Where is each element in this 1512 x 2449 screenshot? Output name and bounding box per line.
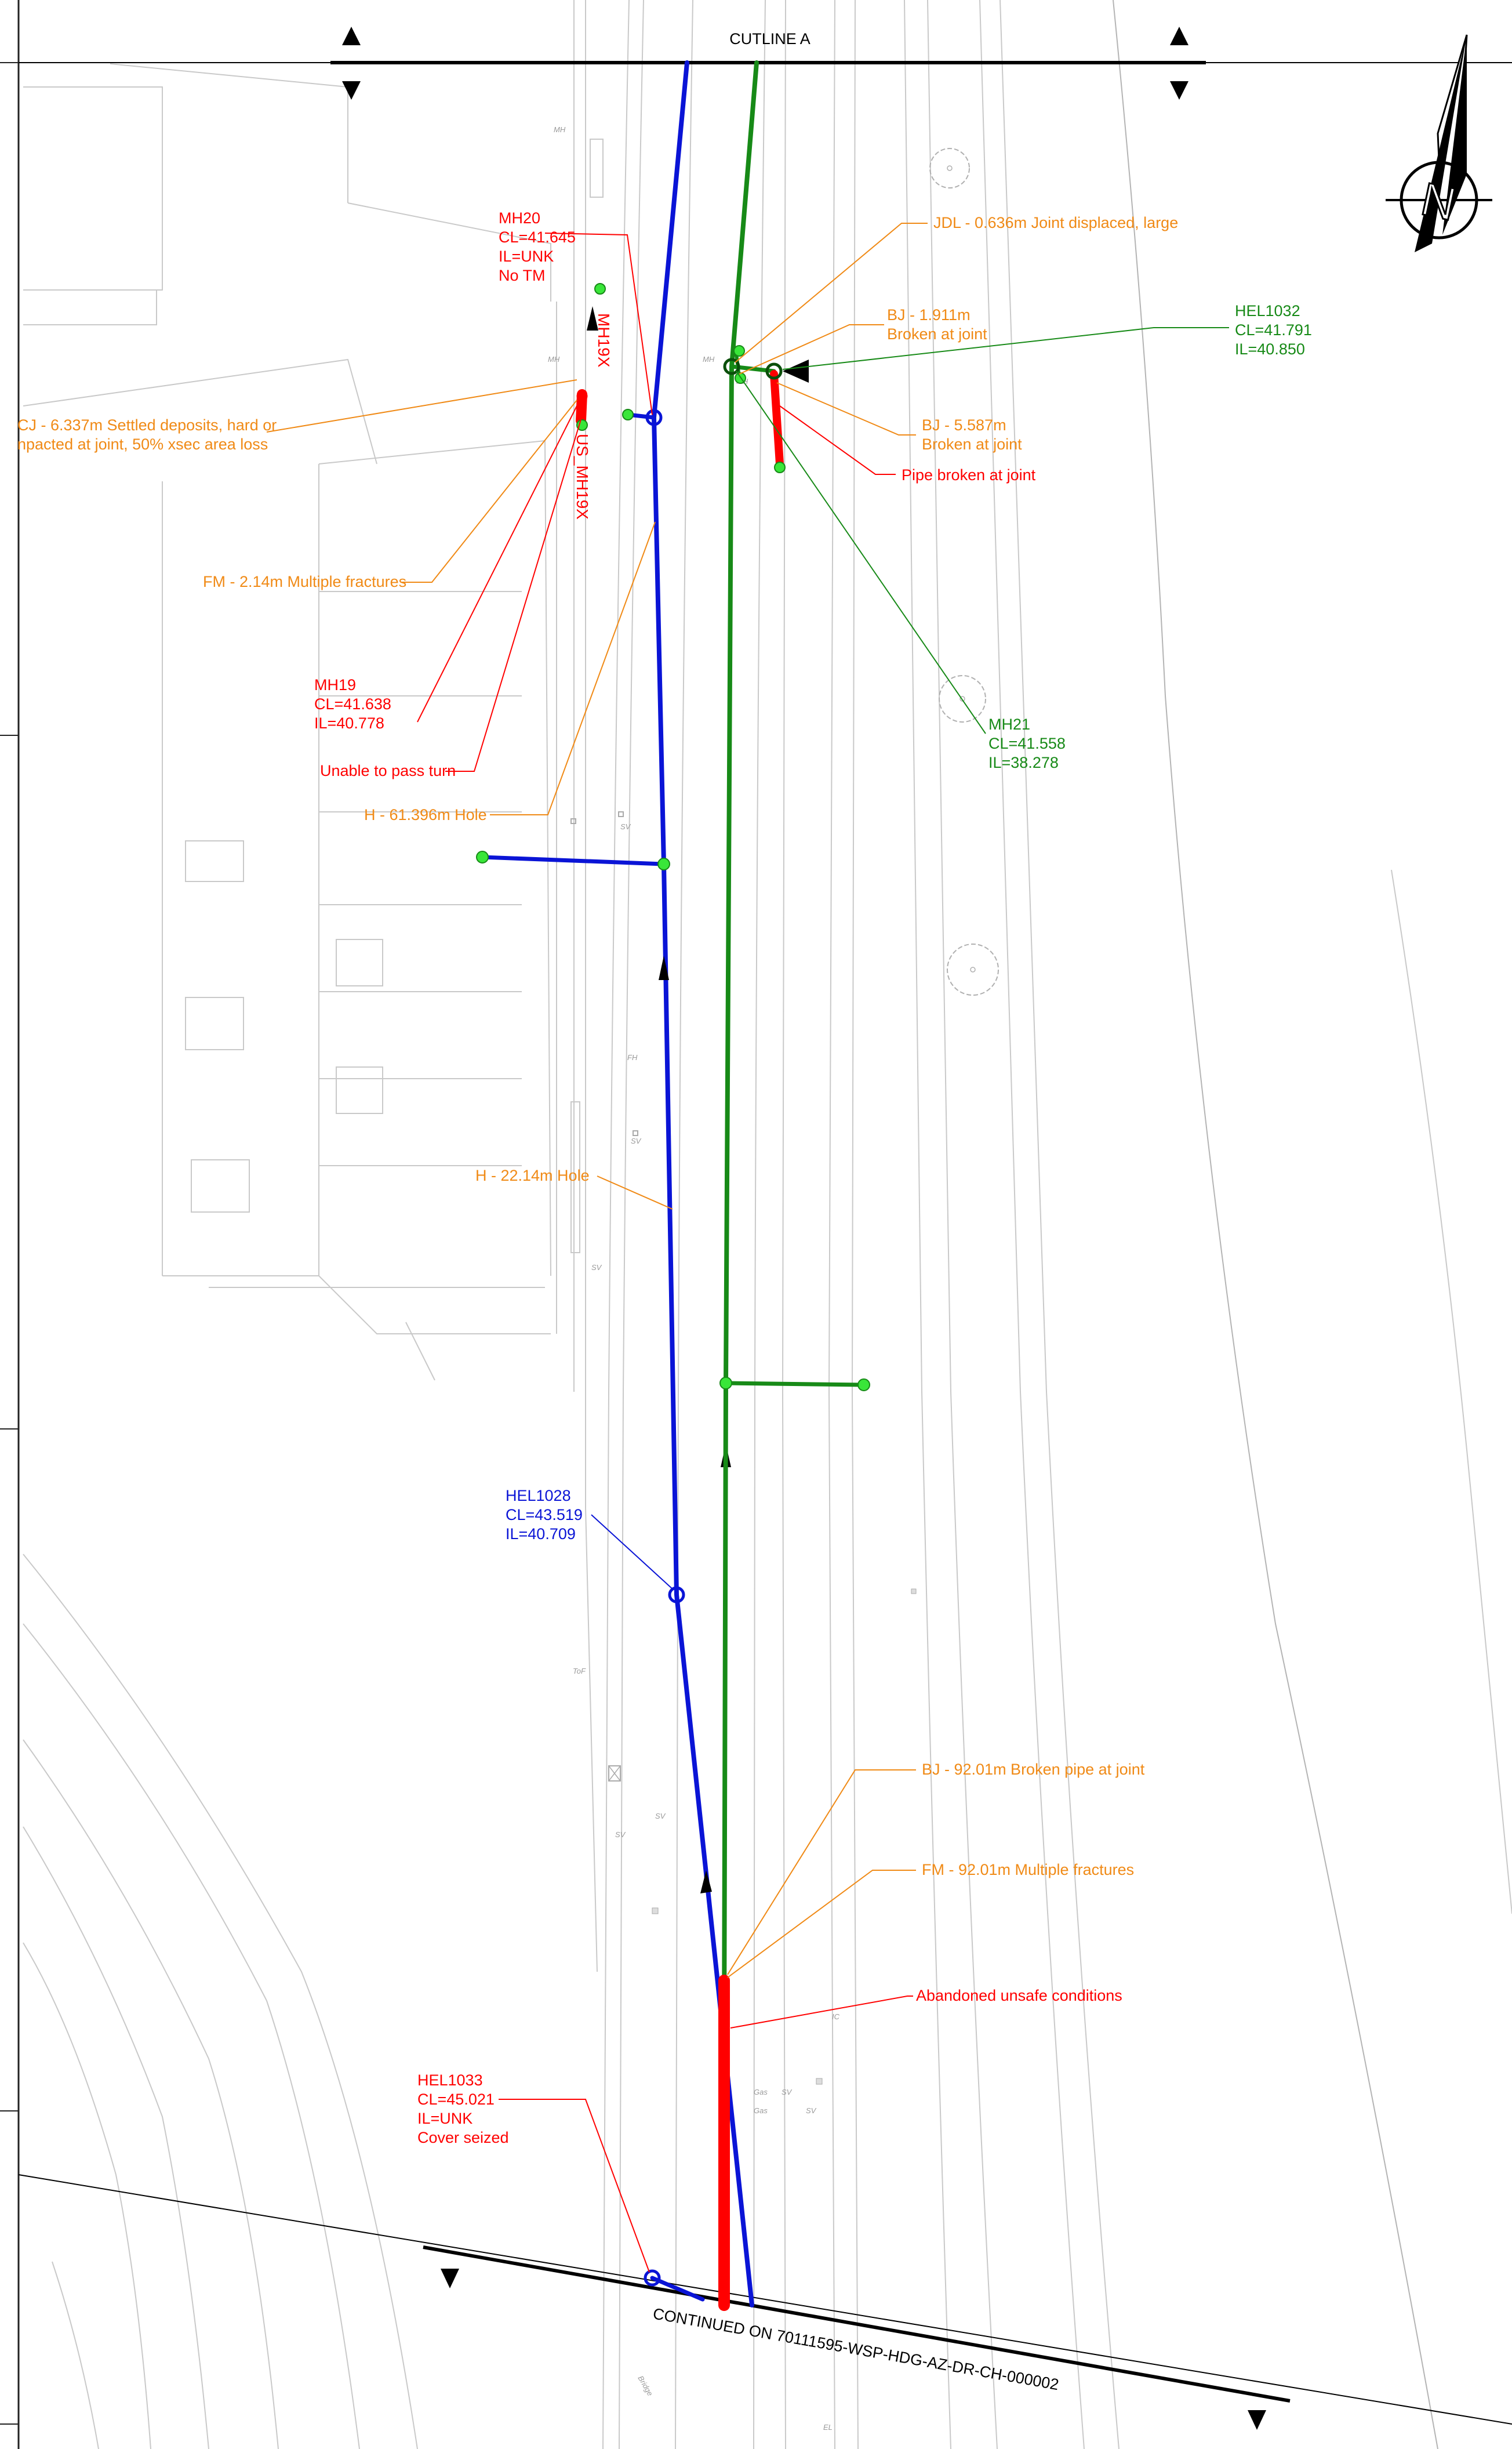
annotation-text: HEL1028 CL=43.519 IL=40.709 (506, 1487, 587, 1543)
green-pipe-branch (724, 1381, 866, 1387)
manhole-hel1032 (765, 362, 783, 380)
manhole-hel1028 (668, 1586, 685, 1603)
base-label-fh: FH (627, 1053, 638, 1062)
base-label-ic: IC (832, 2012, 840, 2021)
annotation-fm-214: FM - 2.14m Multiple fractures (203, 400, 577, 590)
annotation-text: Pipe broken at joint (902, 466, 1036, 484)
base-label-sv: SV (620, 822, 631, 831)
annotation-text: Unable to pass turn (320, 762, 456, 779)
annotation-text: CJ - 6.337m Settled deposits, hard or np… (17, 416, 281, 453)
base-label-sv: SV (631, 1137, 642, 1145)
annotation-abandoned: Abandoned unsafe conditions (730, 1987, 1122, 2029)
node-marker (657, 858, 670, 870)
node-marker (622, 409, 634, 420)
annotation-text: MH19 CL=41.638 IL=40.778 (314, 676, 395, 732)
annotation-text: BJ - 1.911m Broken at joint (887, 306, 987, 343)
cutline-top: CUTLINE A (19, 27, 1512, 100)
manhole-mh21 (723, 358, 740, 375)
annotation-h-22: H - 22.14m Hole (475, 1167, 673, 1210)
base-label-mh: MH (703, 355, 715, 364)
blue-pipe-main (651, 60, 754, 2307)
defect-segment-hel1032 (770, 370, 784, 468)
annotation-text: MH21 CL=41.558 IL=38.278 (988, 716, 1070, 771)
base-label-sv: SV (615, 1830, 626, 1839)
flow-arrow-icon (783, 360, 809, 383)
node-marker (857, 1378, 870, 1391)
section-arrow-up-icon (342, 27, 361, 45)
annotation-pipe-broken: Pipe broken at joint (779, 405, 1036, 484)
annotation-text: H - 22.14m Hole (475, 1167, 590, 1184)
base-label-tor: ToF (573, 1667, 586, 1675)
blue-pipe-branch (480, 855, 666, 866)
annotation-hel1028: HEL1028 CL=43.519 IL=40.709 (506, 1487, 673, 1590)
annotation-mh19: MH19 CL=41.638 IL=40.778 (314, 400, 580, 732)
pipe-label-us-mh19x: US_MH19X (573, 434, 591, 520)
base-label-sv: SV (782, 2088, 793, 2096)
node-marker (774, 462, 786, 473)
tree-icon (947, 944, 999, 996)
annotation-text: BJ - 5.587m Broken at joint (922, 416, 1022, 453)
annotation-text: HEL1033 CL=45.021 IL=UNK Cover seized (417, 2071, 509, 2146)
blue-pipe-spur (650, 2276, 705, 2302)
annotation-fm-92: FM - 92.01m Multiple fractures (727, 1861, 1134, 1978)
base-label-gas: Gas (754, 2088, 768, 2096)
cutline-label: CUTLINE A (729, 30, 810, 48)
base-label-sv: SV (806, 2106, 817, 2115)
annotation-h-61: H - 61.396m Hole (364, 521, 656, 823)
north-arrow-icon: N (1386, 34, 1492, 252)
base-label-gas: Gas (754, 2106, 768, 2115)
node-marker (476, 851, 489, 864)
annotation-cj: CJ - 6.337m Settled deposits, hard or np… (17, 379, 577, 453)
node-marker (733, 345, 745, 357)
annotation-text: Abandoned unsafe conditions (916, 1987, 1122, 2004)
section-arrow-down-icon (1170, 81, 1188, 100)
annotation-text: HEL1032 CL=41.791 IL=40.850 (1235, 302, 1316, 358)
node-marker (594, 283, 606, 295)
flow-arrow-icon (659, 956, 669, 980)
cutline-bottom: CONTINUED ON 70111595-WSP-HDG-AZ-DR-CH-0… (18, 2174, 1512, 2430)
annotation-unable: Unable to pass turn (320, 417, 582, 779)
annotation-text: H - 61.396m Hole (364, 806, 487, 823)
section-arrow-down-icon (1248, 2410, 1266, 2430)
section-arrow-down-icon (342, 81, 361, 100)
annotation-jdl: JDL - 0.636m Joint displaced, large (735, 214, 1178, 363)
green-pipe-main (721, 60, 759, 2276)
annotation-text: FM - 2.14m Multiple fractures (203, 573, 406, 590)
base-label-bridge: Bridge (636, 2374, 655, 2397)
annotation-hel1032: HEL1032 CL=41.791 IL=40.850 (782, 302, 1316, 370)
flow-arrow-icon (700, 1870, 712, 1893)
section-arrow-up-icon (1170, 27, 1188, 45)
base-label-sv: SV (591, 1263, 602, 1272)
node-marker (719, 1377, 732, 1389)
annotation-bj-5587: BJ - 5.587m Broken at joint (776, 382, 1022, 453)
manhole-hel1033 (644, 2269, 661, 2287)
annotation-hel1033: HEL1033 CL=45.021 IL=UNK Cover seized (417, 2071, 650, 2273)
manhole-blue (645, 409, 663, 426)
annotation-bj-92: BJ - 92.01m Broken pipe at joint (727, 1761, 1145, 1975)
base-label-el: EL (823, 2423, 833, 2432)
annotation-text: FM - 92.01m Multiple fractures (922, 1861, 1134, 1878)
annotation-bj-1911: BJ - 1.911m Broken at joint (739, 306, 987, 375)
base-label-sv: SV (655, 1812, 666, 1820)
survey-nodes (476, 283, 870, 1391)
annotation-mh21: MH21 CL=41.558 IL=38.278 (736, 371, 1070, 771)
pipe-label-mh19x: MH19X (595, 313, 613, 368)
annotation-text: MH20 CL=41.645 IL=UNK No TM (499, 209, 580, 284)
green-sewer-line (721, 60, 866, 2276)
base-label-mh: MH (554, 125, 566, 134)
section-arrow-down-icon (441, 2269, 459, 2288)
annotation-text: BJ - 92.01m Broken pipe at joint (922, 1761, 1145, 1778)
base-label-mh: MH (548, 355, 560, 364)
flow-arrow-icon (587, 306, 598, 331)
manholes (576, 358, 783, 2287)
annotation-text: JDL - 0.636m Joint displaced, large (933, 214, 1178, 231)
defect-segments (576, 370, 784, 2311)
tree-icon (929, 148, 970, 188)
annotation-mh20: MH20 CL=41.645 IL=UNK No TM (499, 209, 653, 415)
tree-icon (939, 675, 986, 723)
manhole-mh19 (576, 390, 588, 402)
